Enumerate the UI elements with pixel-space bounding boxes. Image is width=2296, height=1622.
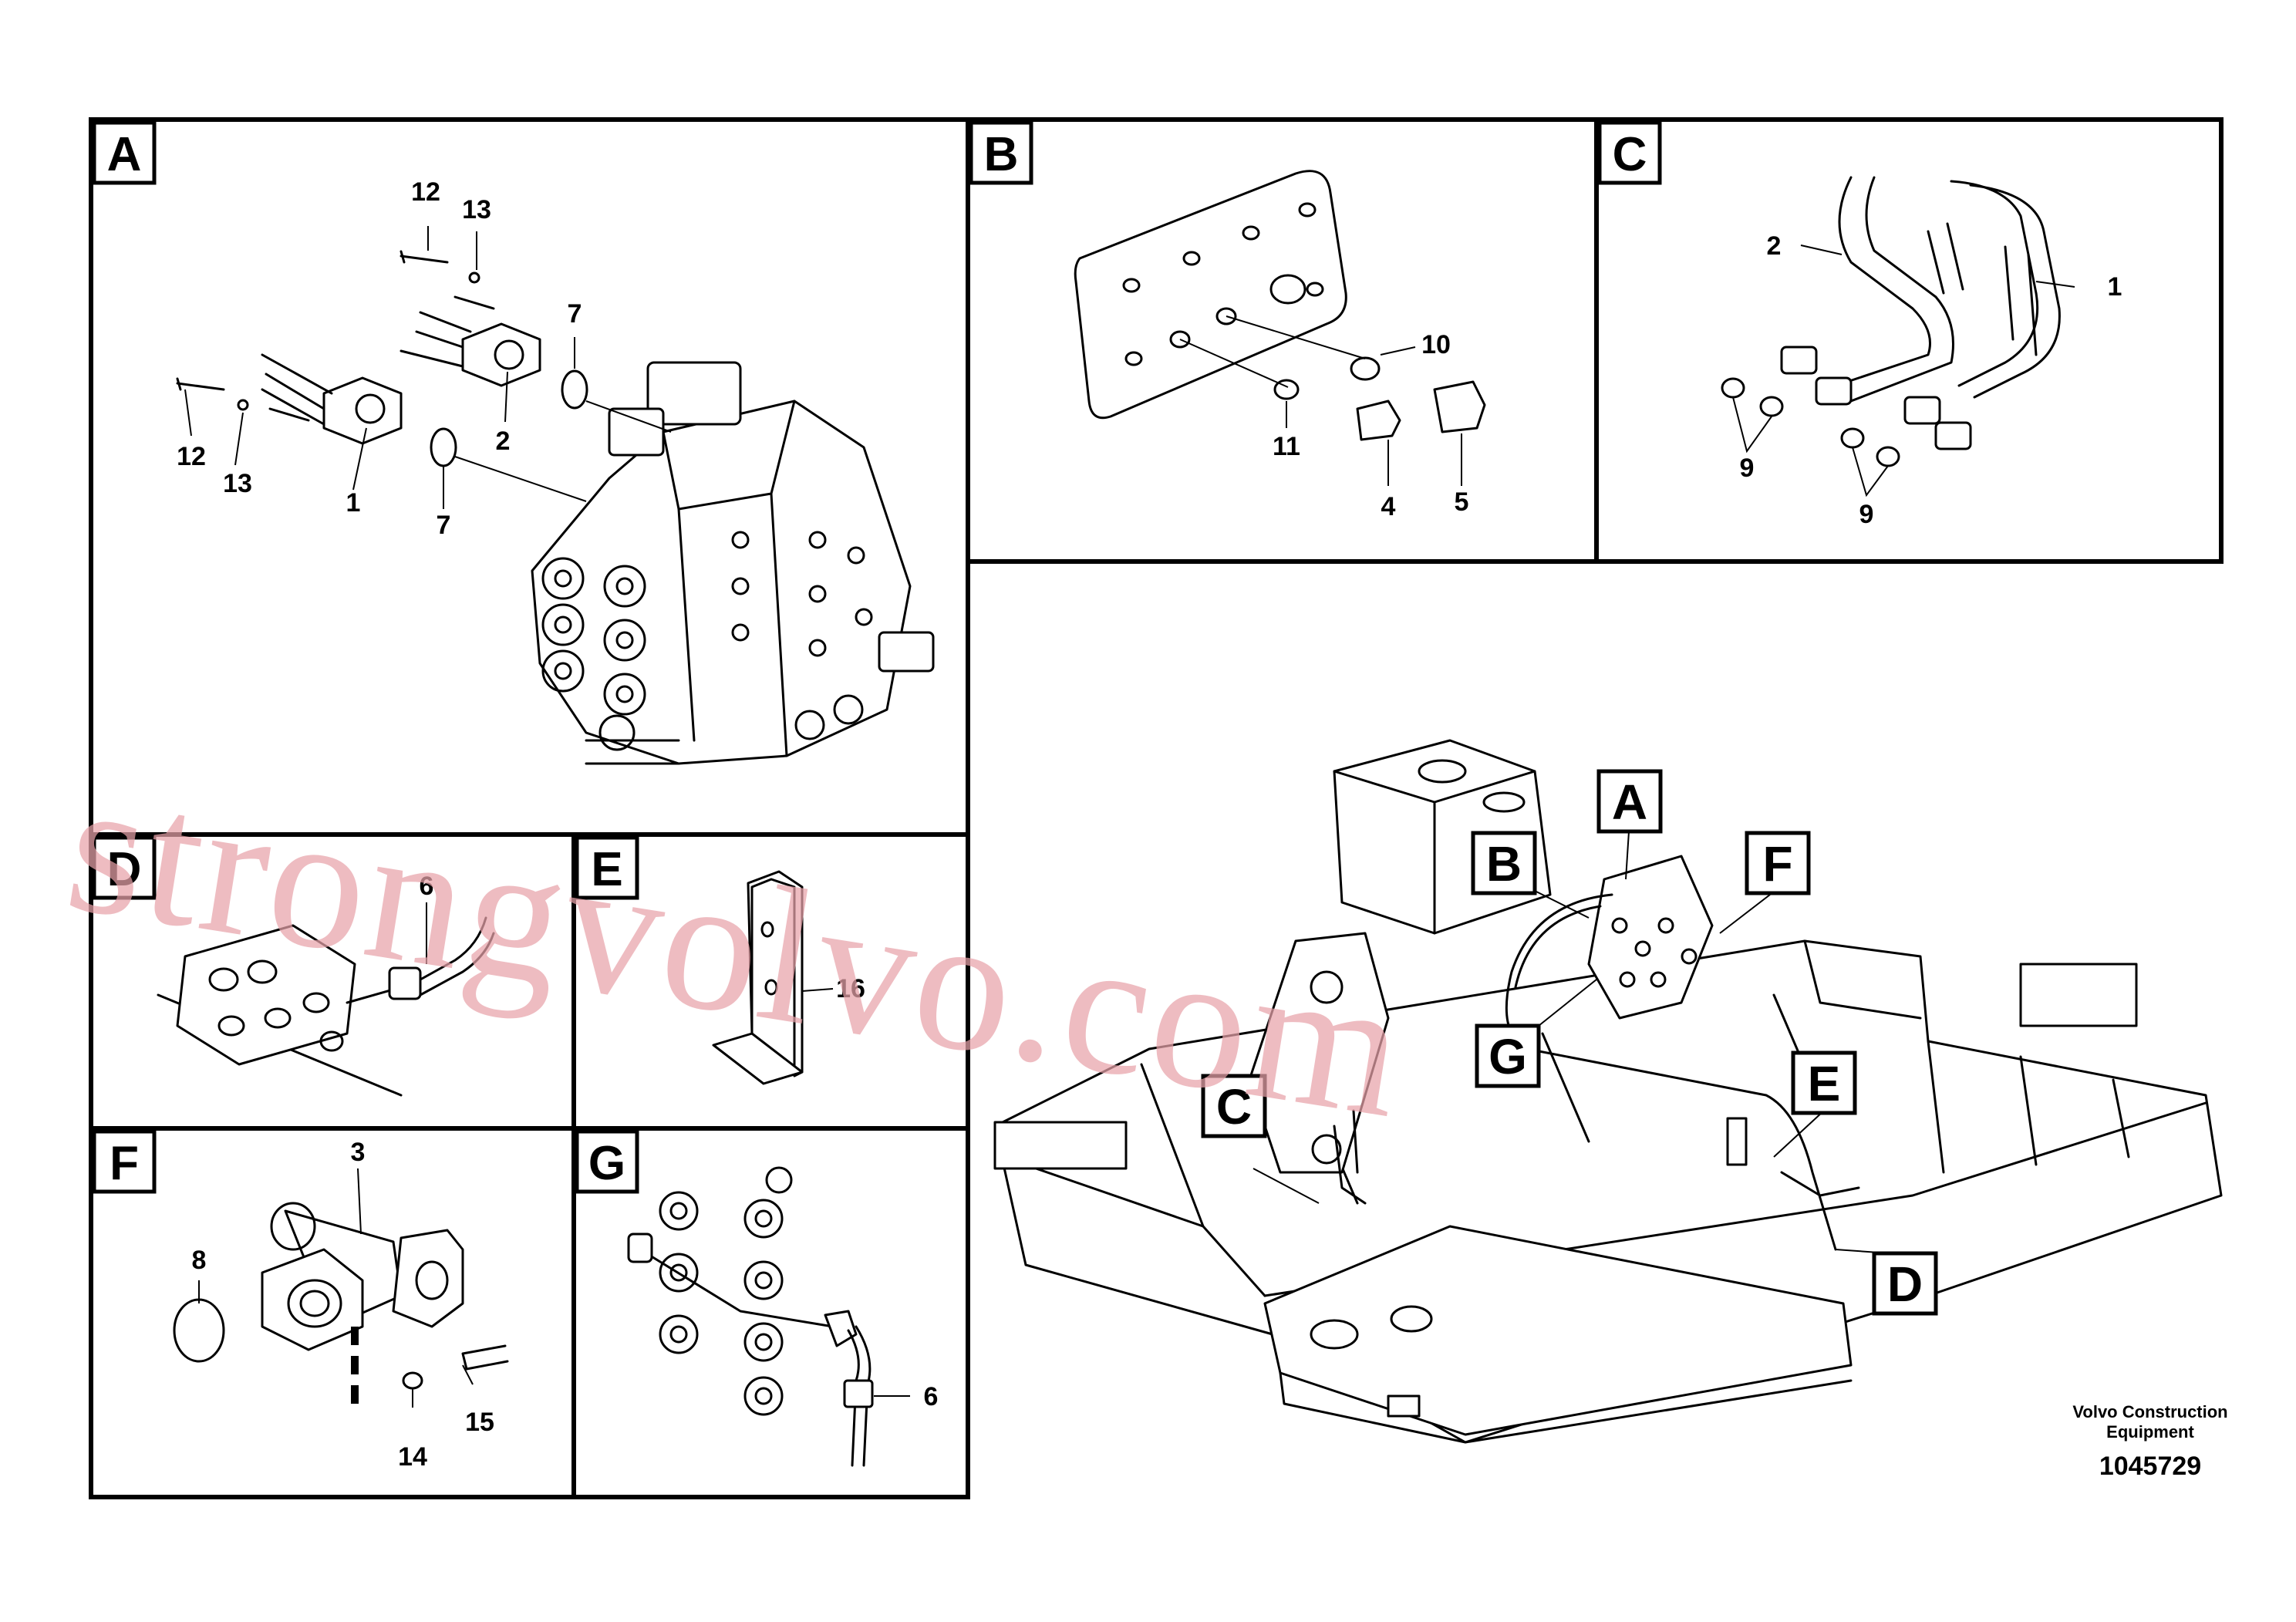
panel-frames	[89, 117, 2224, 1499]
overview-callout-b: B	[1486, 836, 1522, 892]
panel-b-label-4: 4	[1381, 492, 1396, 521]
panel-f-letter: F	[110, 1137, 139, 1190]
panel-b-drawing	[1074, 170, 1486, 486]
panel-a-label-12-top: 12	[411, 177, 440, 207]
manufacturer-line-2: Equipment	[2106, 1422, 2194, 1442]
panel-c-letter: C	[1613, 128, 1647, 181]
panel-b-label-10: 10	[1421, 330, 1451, 359]
panel-c-label-9-left: 9	[1740, 454, 1755, 483]
overview-callout-a: A	[1612, 774, 1647, 830]
overview-callout-e: E	[1808, 1056, 1841, 1111]
overview-callout-f: F	[1762, 836, 1792, 892]
panel-e-letter: E	[591, 843, 622, 896]
panel-f-drawing	[173, 1168, 509, 1408]
panel-a-label-13-top: 13	[462, 195, 491, 224]
panel-f-label-3: 3	[351, 1138, 366, 1167]
panel-b-label-11: 11	[1273, 432, 1300, 461]
document-number: 1045729	[2099, 1452, 2201, 1481]
panel-d-drawing	[157, 902, 495, 1097]
manufacturer-line-1: Volvo Construction	[2072, 1402, 2227, 1421]
panel-g-letter: G	[588, 1137, 625, 1190]
panel-e-label-16: 16	[836, 974, 865, 1003]
overview-callout-c: C	[1216, 1079, 1252, 1135]
watermark: strongvolvo.com	[55, 737, 1419, 1159]
panel-d-letter: D	[107, 843, 142, 896]
panel-c-drawing	[1721, 176, 2075, 497]
panel-b-label-5: 5	[1455, 487, 1469, 517]
panel-a-label-1: 1	[346, 488, 361, 518]
panel-a-label-2: 2	[496, 427, 511, 456]
panel-a-label-12-bottom: 12	[177, 442, 206, 471]
panel-b-letter: B	[984, 128, 1019, 181]
panel-c-label-2: 2	[1767, 231, 1782, 261]
panel-e-drawing	[712, 870, 834, 1085]
panel-letter-boxes	[92, 120, 1662, 1194]
panel-a-label-7-bottom: 7	[437, 511, 451, 540]
panel-c-label-9-right: 9	[1859, 500, 1874, 529]
overview-callout-d: D	[1887, 1256, 1923, 1312]
panel-g-label-6: 6	[924, 1382, 939, 1411]
overview-callout-g: G	[1489, 1029, 1527, 1084]
panel-a-letter: A	[107, 128, 142, 181]
overview-drawing	[993, 739, 2223, 1444]
panel-a-label-7-top: 7	[568, 299, 582, 329]
panel-c-label-1: 1	[2108, 272, 2122, 302]
panel-a-label-13-bottom: 13	[223, 469, 252, 498]
panel-f-label-8: 8	[192, 1246, 207, 1275]
panel-a-drawing	[176, 226, 935, 765]
panel-f-label-14: 14	[398, 1442, 427, 1472]
panel-g-drawing	[627, 1166, 910, 1467]
panel-f-label-15: 15	[465, 1408, 494, 1437]
panel-d-label-6: 6	[420, 872, 434, 901]
overview-callout-boxes	[1201, 769, 1938, 1316]
